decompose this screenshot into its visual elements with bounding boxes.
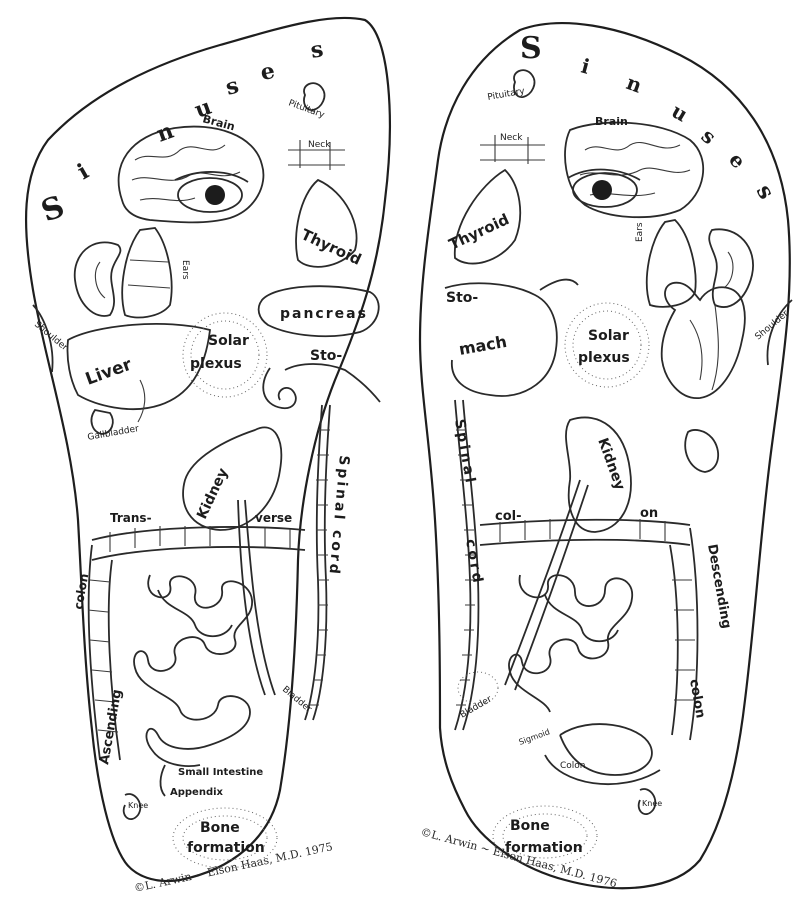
- right-label-brain: Brain: [595, 115, 628, 128]
- left-sinus-letter-6: e: [259, 58, 277, 86]
- right-ear: [709, 229, 753, 307]
- right-sigmoid-colon: [545, 724, 660, 784]
- right-label-solar: Solar: [588, 328, 629, 344]
- right-small-intestine: [509, 575, 632, 712]
- left-sinus-letter-2: i: [73, 158, 93, 185]
- left-label-solar: Solar: [208, 333, 249, 349]
- left-sinus-letter-3: n: [153, 118, 177, 148]
- right-label-plexus: plexus: [578, 350, 630, 366]
- left-label-kidney: Kidney: [194, 466, 231, 522]
- left-label-liver: Liver: [83, 354, 135, 389]
- left-label-plexus: plexus: [190, 356, 242, 372]
- left-stomach: [263, 364, 380, 408]
- right-label-neck: Neck: [500, 133, 523, 143]
- right-sinus-letter-6: e: [724, 148, 751, 173]
- right-label-knee: Knee: [642, 799, 662, 808]
- left-label-ascending: Ascending: [97, 688, 125, 765]
- left-label-knee: Knee: [128, 801, 148, 810]
- left-label-verse: verse: [255, 511, 292, 525]
- right-sinus-letter-1: S: [520, 31, 542, 66]
- left-foot: [26, 18, 390, 881]
- right-label-sigmoid: Sigmoid: [518, 727, 552, 747]
- left-foot-outline: [26, 18, 390, 881]
- right-small-organ: [685, 430, 718, 472]
- right-lung: [647, 220, 696, 307]
- left-label-thyroid: Thyroid: [298, 225, 364, 268]
- left-sinus-letter-1: S: [37, 189, 69, 229]
- right-label-ears: Ears: [635, 222, 645, 242]
- right-label-colon: colon: [686, 678, 708, 719]
- left-sinus-letter-7: s: [309, 36, 326, 64]
- left-label-small-intestine: Small Intestine: [178, 767, 263, 778]
- left-solar-plexus: [191, 321, 259, 389]
- left-label-panc: pancreas: [280, 306, 368, 322]
- right-label-colon-small: Colon: [560, 761, 586, 771]
- left-label-ears: Ears: [180, 260, 190, 280]
- right-label-stomach-top: Sto-: [446, 290, 478, 306]
- left-liver: [67, 324, 210, 409]
- right-copyright: ©L. Arwin ~ Elson Haas, M.D. 1976: [419, 825, 618, 890]
- left-sinus-letter-5: s: [223, 72, 242, 100]
- right-sinus-letter-3: n: [623, 70, 645, 98]
- right-sinus-letter-4: u: [668, 99, 693, 127]
- left-label-appendix: Appendix: [170, 787, 224, 798]
- right-label-thyroid: Thyroid: [446, 210, 512, 253]
- right-solar-plexus: [573, 311, 641, 379]
- right-thyroid: [455, 170, 520, 264]
- left-label-stomach: Sto-: [310, 348, 342, 364]
- left-label-formation: formation: [187, 840, 265, 856]
- left-ear: [75, 242, 121, 316]
- right-heart: [662, 283, 745, 398]
- left-label-neck: Neck: [308, 140, 331, 150]
- right-label-spinal: Spinal: [451, 418, 478, 487]
- left-label-trans: Trans-: [110, 511, 152, 525]
- left-lung: [122, 228, 171, 318]
- left-label-spinal-cord: Spinal cord: [325, 455, 352, 578]
- right-label-bone: Bone: [510, 818, 550, 834]
- right-label-on: on: [640, 506, 658, 521]
- right-sinus-letter-2: i: [579, 54, 593, 79]
- right-label-col: col-: [495, 509, 522, 524]
- left-label-brain: Brain: [201, 112, 236, 133]
- left-label-bladder: Bladder: [280, 685, 313, 715]
- left-label-pituitary: Pituitary: [287, 98, 326, 120]
- left-label-gallbladder: Gallbladder: [87, 424, 140, 443]
- left-appendix: [160, 765, 165, 796]
- right-sinus-letter-5: s: [697, 123, 721, 149]
- left-small-intestine: [134, 575, 252, 766]
- left-label-bone: Bone: [200, 820, 240, 836]
- left-transverse-colon: [92, 527, 305, 560]
- right-sinus-letter-7: s: [751, 180, 780, 204]
- right-label-pituitary: Pituitary: [487, 86, 526, 102]
- right-label-stomach-bottom: mach: [457, 332, 508, 359]
- right-label-descending: Descending: [704, 543, 734, 630]
